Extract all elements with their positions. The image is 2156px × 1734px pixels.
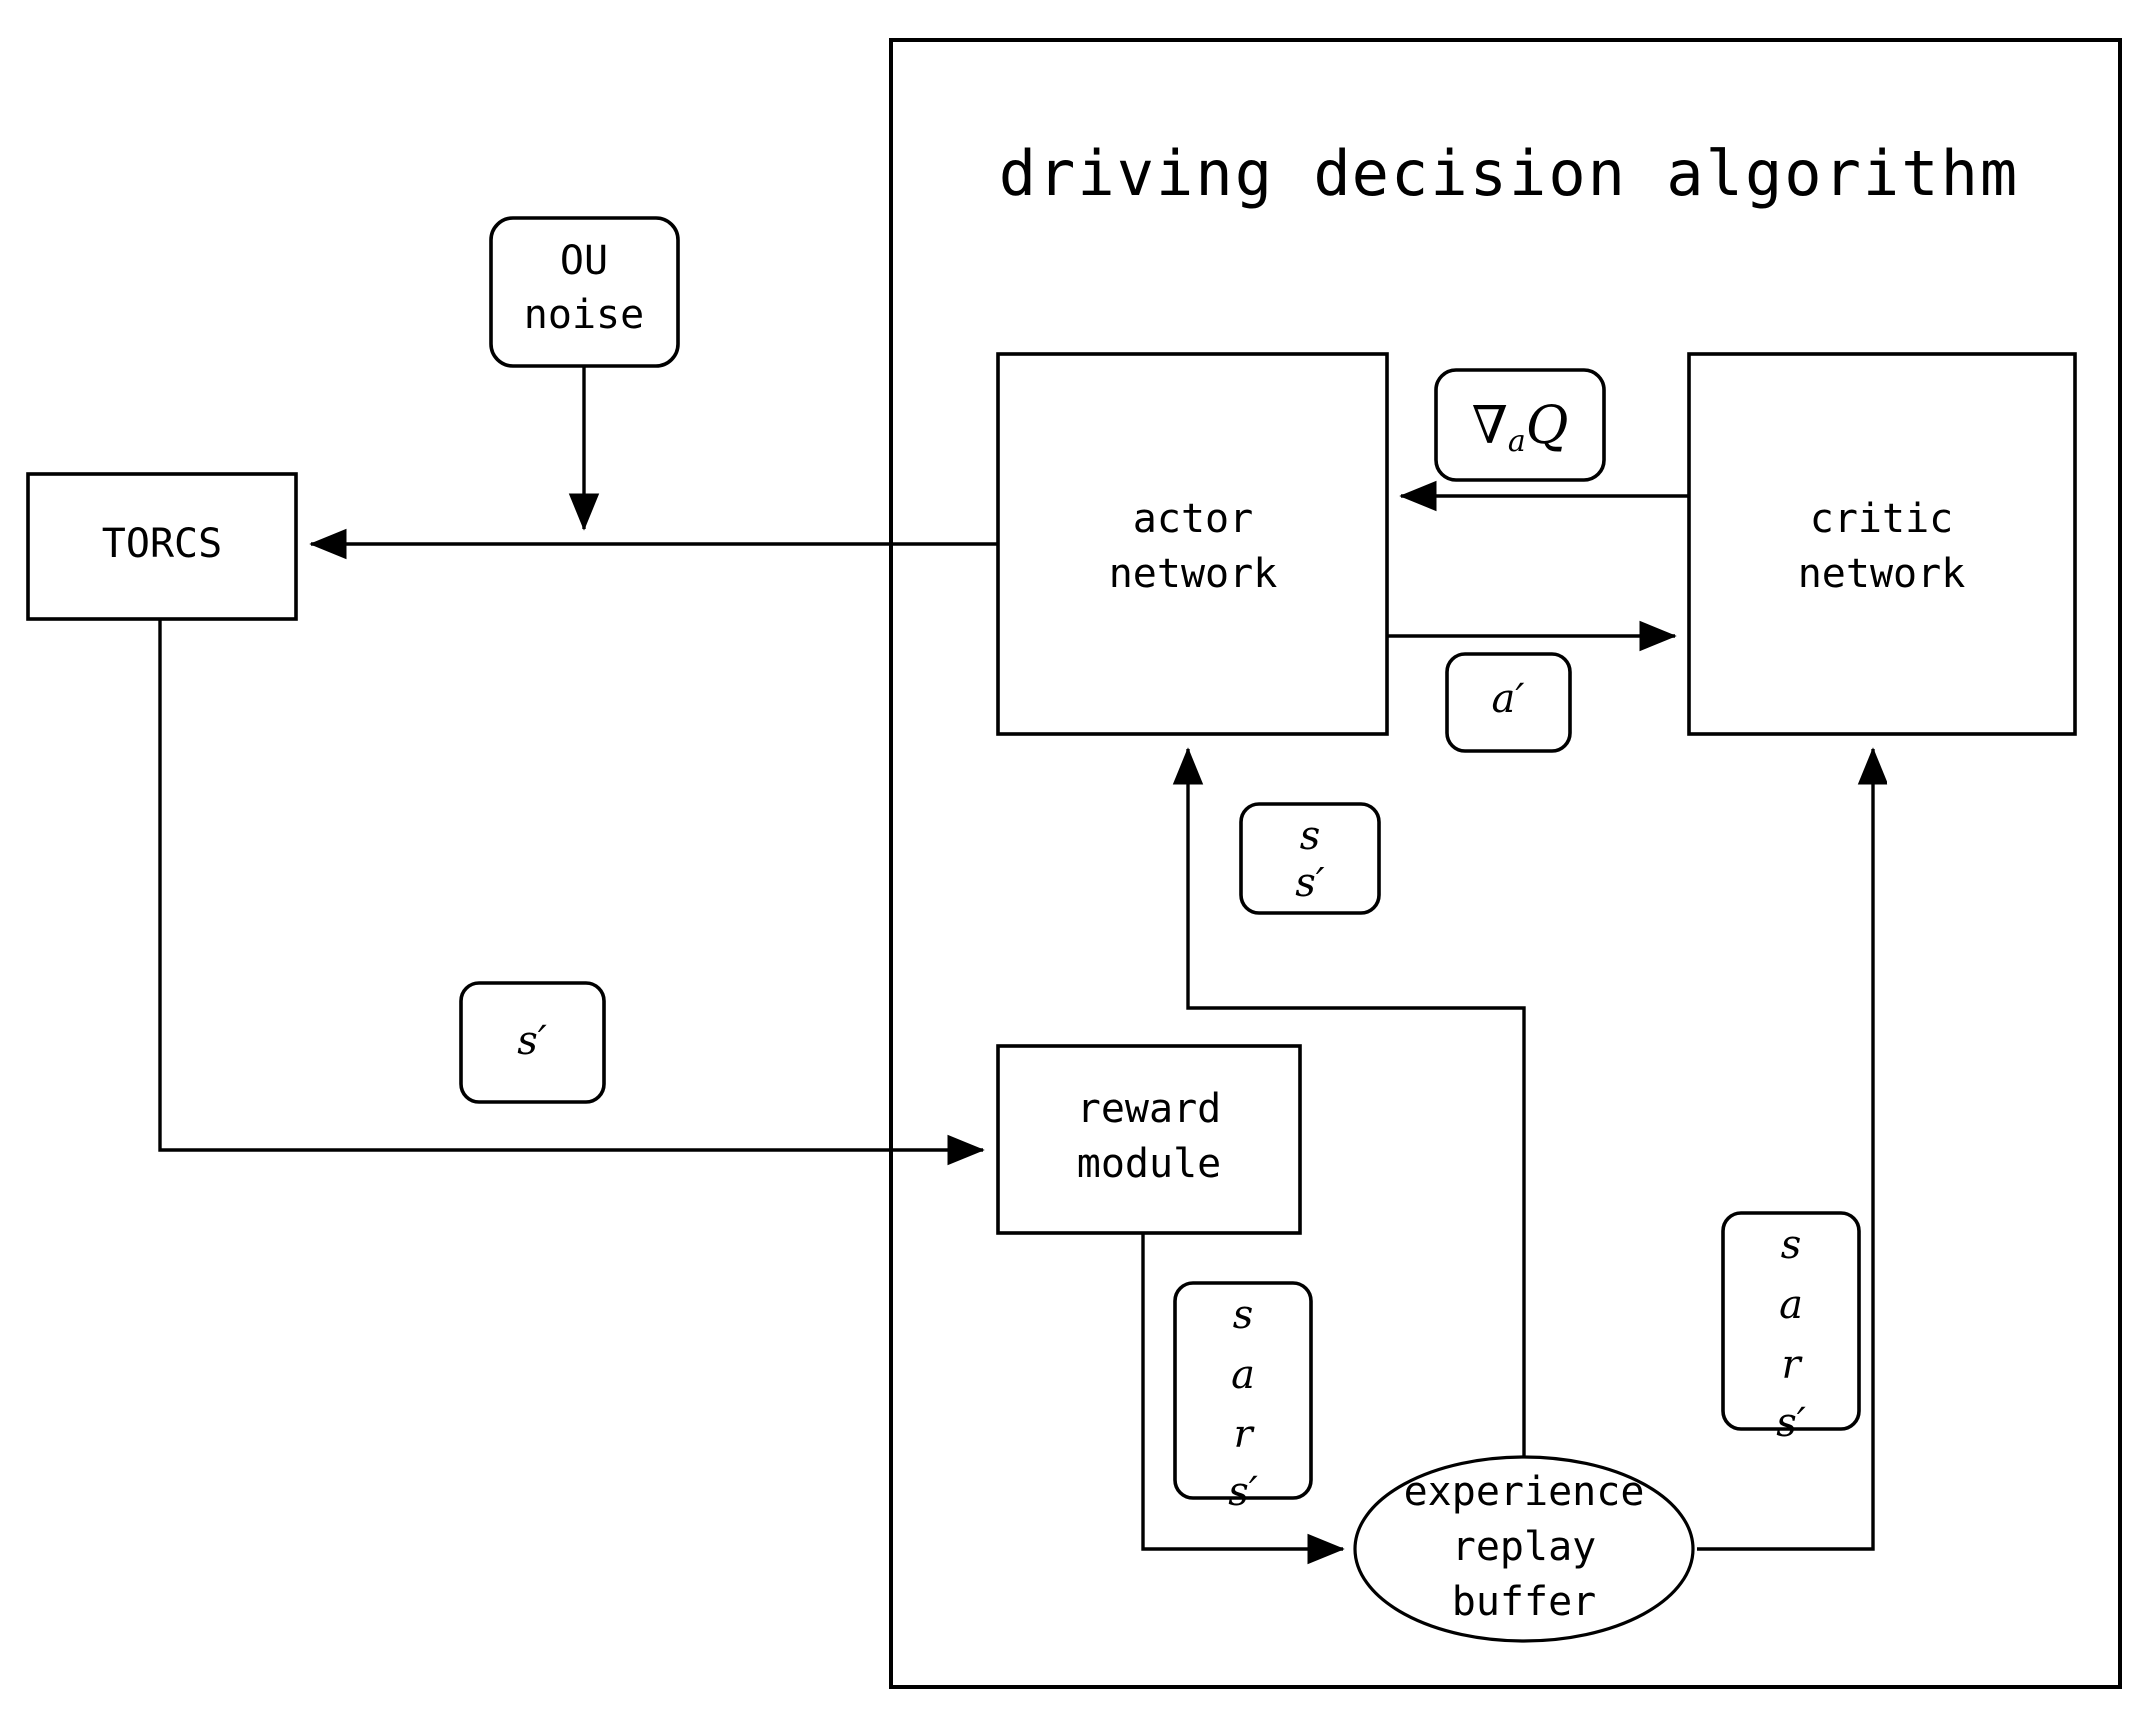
ou-noise-label-line1: OU bbox=[560, 238, 608, 284]
sars-right-r: r bbox=[1781, 1342, 1803, 1388]
sars-left-r: r bbox=[1233, 1412, 1255, 1457]
edge-label-s-prime-left[interactable]: s′ bbox=[459, 981, 606, 1104]
a-prime-text: a′ bbox=[1492, 676, 1525, 722]
grad-subscript-a: a bbox=[1508, 424, 1526, 459]
sars-left-s: s bbox=[1233, 1292, 1254, 1338]
actor-network-label-line2: network bbox=[1109, 551, 1278, 597]
s-sprime-line2: s′ bbox=[1295, 861, 1325, 906]
grad-q-symbol: Q bbox=[1526, 396, 1569, 456]
edge-buffer-to-critic bbox=[1697, 747, 1888, 1551]
buffer-label-line2: replay bbox=[1452, 1524, 1597, 1570]
s-sprime-box bbox=[1239, 802, 1381, 915]
edge-buffer-to-actor bbox=[1172, 747, 1526, 1460]
torcs-label: TORCS bbox=[102, 521, 222, 567]
sars-right-sp: s′ bbox=[1776, 1400, 1806, 1445]
s-prime-left-box bbox=[459, 981, 606, 1104]
node-actor-network[interactable]: actor network bbox=[996, 352, 1389, 736]
s-sprime-line1: s bbox=[1300, 813, 1321, 859]
reward-module-label-line2: module bbox=[1077, 1141, 1222, 1187]
torcs-box bbox=[26, 472, 298, 621]
edge-label-sars-right[interactable]: s a r s′ bbox=[1721, 1211, 1861, 1445]
a-prime-box bbox=[1445, 652, 1572, 753]
edge-label-a-prime[interactable]: a′ bbox=[1445, 652, 1572, 753]
grad-a-q-box bbox=[1434, 368, 1606, 482]
edge-label-grad-a-q[interactable]: ∇aQ bbox=[1434, 368, 1606, 482]
critic-network-box bbox=[1687, 352, 2077, 736]
sars-left-a: a bbox=[1231, 1352, 1255, 1398]
edge-label-s-sprime[interactable]: s s′ bbox=[1239, 802, 1381, 915]
grad-a-q-text: ∇aQ bbox=[1472, 396, 1569, 460]
ou-noise-box bbox=[489, 216, 680, 368]
buffer-label-line3: buffer bbox=[1452, 1579, 1597, 1625]
actor-network-box bbox=[996, 352, 1389, 736]
node-experience-replay-buffer[interactable]: experience replay buffer bbox=[1353, 1455, 1695, 1643]
node-ou-noise[interactable]: OU noise bbox=[489, 216, 680, 368]
critic-network-label-line2: network bbox=[1798, 551, 1966, 597]
node-torcs[interactable]: TORCS bbox=[26, 472, 298, 621]
s-prime-left-text: s′ bbox=[517, 1018, 547, 1064]
edge-torcs-to-reward bbox=[158, 619, 985, 1166]
reward-module-label-line1: reward bbox=[1077, 1086, 1222, 1132]
actor-network-label-line1: actor bbox=[1133, 496, 1253, 542]
sars-right-s: s bbox=[1781, 1222, 1802, 1268]
edge-reward-to-buffer bbox=[1141, 1233, 1345, 1565]
node-reward-module[interactable]: reward module bbox=[996, 1044, 1302, 1235]
sars-left-box bbox=[1173, 1281, 1313, 1500]
buffer-label-line1: experience bbox=[1404, 1469, 1645, 1515]
ou-noise-label-line2: noise bbox=[524, 292, 644, 338]
critic-network-label-line1: critic bbox=[1810, 496, 1954, 542]
nabla-icon: ∇ bbox=[1472, 396, 1508, 456]
diagram-title: driving decision algorithm bbox=[999, 137, 2020, 210]
edge-label-sars-left[interactable]: s a r s′ bbox=[1173, 1281, 1313, 1515]
sars-left-sp: s′ bbox=[1228, 1469, 1258, 1515]
reward-module-box bbox=[996, 1044, 1302, 1235]
algorithm-frame bbox=[889, 38, 2122, 1689]
sars-right-box bbox=[1721, 1211, 1861, 1431]
experience-replay-buffer-ellipse bbox=[1353, 1455, 1695, 1643]
node-critic-network[interactable]: critic network bbox=[1687, 352, 2077, 736]
sars-right-a: a bbox=[1779, 1282, 1803, 1328]
